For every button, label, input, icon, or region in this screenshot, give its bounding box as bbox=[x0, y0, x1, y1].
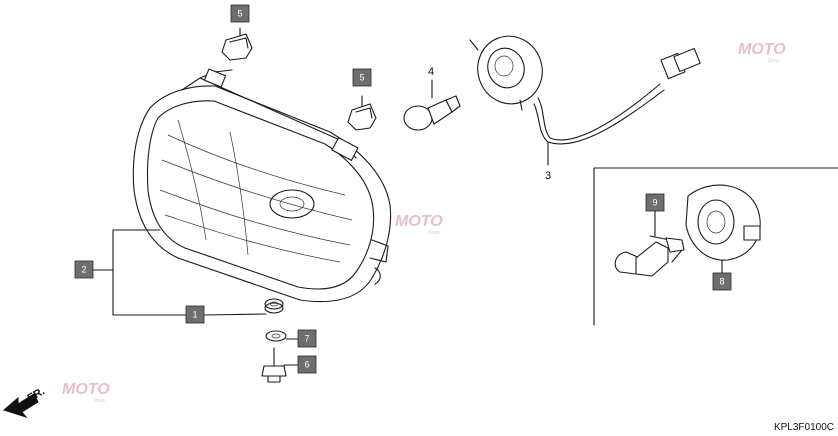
svg-text:7: 7 bbox=[304, 334, 309, 344]
watermark-text: MOTO bbox=[738, 41, 786, 58]
watermark-sub: Shop bbox=[768, 58, 780, 64]
inset-box bbox=[593, 167, 838, 326]
front-arrow-icon bbox=[2, 393, 39, 418]
front-label: FR. bbox=[26, 385, 47, 404]
callout-5-middle: 5 bbox=[352, 68, 372, 87]
washer bbox=[265, 330, 287, 342]
front-direction-indicator: FR. bbox=[2, 385, 47, 418]
svg-text:8: 8 bbox=[719, 277, 724, 287]
svg-text:9: 9 bbox=[652, 198, 657, 208]
watermark-bottom-left: MOTO Shop bbox=[62, 381, 110, 404]
watermark-sub: Shop bbox=[428, 230, 440, 236]
svg-text:6: 6 bbox=[304, 360, 309, 370]
callout-1: 1 bbox=[185, 305, 205, 324]
label-4: 4 bbox=[428, 66, 434, 78]
watermark-top-right: MOTO Shop bbox=[738, 41, 786, 64]
dust-cover bbox=[685, 184, 761, 276]
nut bbox=[264, 298, 284, 314]
rubber-clip-upper bbox=[221, 27, 253, 61]
label-3: 3 bbox=[545, 170, 551, 182]
h4-bulb bbox=[614, 209, 685, 277]
svg-text:5: 5 bbox=[359, 73, 364, 83]
leader-lines bbox=[92, 229, 299, 366]
watermark-text: MOTO bbox=[395, 213, 443, 230]
callout-2: 2 bbox=[74, 260, 94, 279]
socket-harness bbox=[469, 35, 701, 166]
callout-5-upper: 5 bbox=[230, 4, 250, 23]
svg-text:1: 1 bbox=[192, 310, 197, 320]
watermark-sub: Shop bbox=[93, 398, 105, 404]
adjust-screw bbox=[261, 347, 287, 383]
headlight-unit bbox=[132, 68, 392, 303]
svg-text:2: 2 bbox=[81, 265, 86, 275]
callout-8: 8 bbox=[712, 272, 732, 291]
svg-text:5: 5 bbox=[237, 9, 242, 19]
callout-9: 9 bbox=[645, 193, 665, 212]
callout-7: 7 bbox=[297, 329, 317, 348]
diagram-code: KPL3F0100C bbox=[774, 422, 834, 433]
callout-6: 6 bbox=[297, 355, 317, 374]
watermark-text: MOTO bbox=[62, 381, 110, 398]
position-bulb bbox=[403, 79, 461, 131]
watermark-middle: MOTO Shop bbox=[395, 213, 443, 236]
rubber-clip-middle bbox=[347, 95, 377, 131]
